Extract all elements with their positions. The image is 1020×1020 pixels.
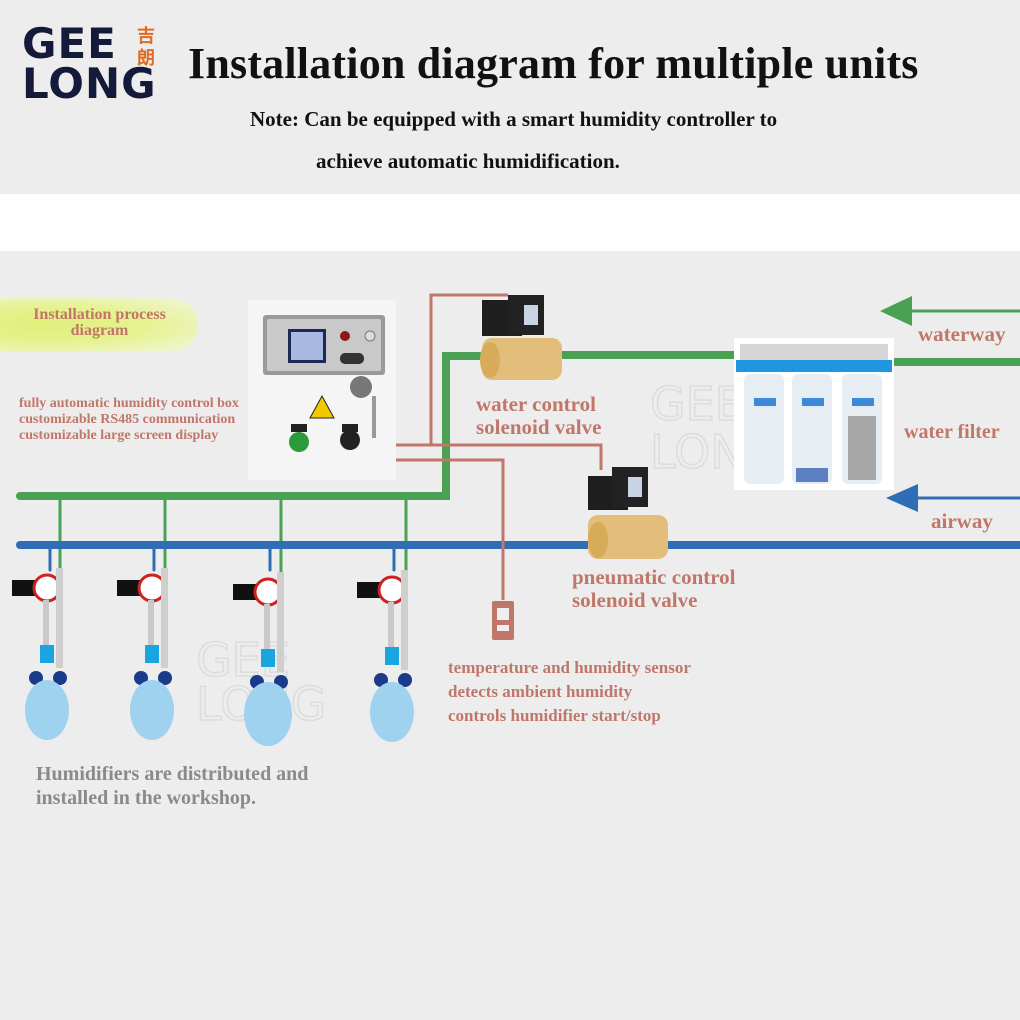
logo-line-2: LONG <box>22 59 157 108</box>
header-band <box>0 0 1020 194</box>
sensor-line-2: detects ambient humidity <box>448 682 633 701</box>
control-box-line-3: customizable large screen display <box>19 428 219 443</box>
logo-chinese: 吉 朗 <box>134 26 158 70</box>
control-box-line-1: fully automatic humidity control box <box>19 396 239 411</box>
humidifier-2 <box>117 568 174 740</box>
airway-arrow <box>886 484 1020 512</box>
wire-sensor <box>396 458 505 600</box>
water-filter <box>734 338 894 490</box>
humidifiers-caption-line-1: Humidifiers are distributed and <box>36 763 309 785</box>
logo-line-1: GEE <box>22 19 117 68</box>
control-box-description: fully automatic humidity control box cus… <box>19 396 239 444</box>
watermark-text-1: GEE <box>650 377 744 431</box>
water-pipes <box>16 351 1020 577</box>
pneumatic-valve-label: pneumatic control solenoid valve <box>572 566 736 612</box>
sensor-line-3: controls humidifier start/stop <box>448 706 661 725</box>
waterway-label: waterway <box>918 322 1006 346</box>
control-box-line-2: customizable RS485 communication <box>19 412 236 427</box>
air-pipes <box>16 541 1020 572</box>
process-badge-line-1: Installation process <box>33 306 166 323</box>
geelong-logo: GEE LONG <box>22 19 172 114</box>
white-separator-band <box>0 194 1020 251</box>
process-badge-bg <box>0 298 198 352</box>
humidifier-1 <box>12 568 69 740</box>
sensor-description: temperature and humidity sensor detects … <box>448 656 691 728</box>
water-main-left <box>16 352 484 500</box>
water-valve-label-line-2: solenoid valve <box>476 415 602 439</box>
note-line-2: achieve automatic humidification. <box>316 149 620 173</box>
water-filter-label: water filter <box>904 421 1000 443</box>
humidifier-3 <box>233 572 292 746</box>
pneumatic-valve-label-line-1: pneumatic control <box>572 565 736 589</box>
pneumatic-solenoid-valve <box>588 467 668 559</box>
page-title: Installation diagram for multiple units <box>188 39 919 88</box>
signal-wires <box>396 293 603 600</box>
water-valve-label-line-1: water control <box>476 392 596 416</box>
filter-cartridge-1 <box>744 374 784 484</box>
logo-cn-char-2: 朗 <box>137 48 155 69</box>
logo-cn-char-1: 吉 <box>137 26 155 47</box>
note-line-1: Note: Can be equipped with a smart humid… <box>250 107 778 131</box>
pneumatic-valve-label-line-2: solenoid valve <box>572 588 698 612</box>
process-badge-line-2: diagram <box>70 322 129 339</box>
temperature-humidity-sensor <box>492 601 514 640</box>
filter-cartridge-3 <box>842 374 882 484</box>
humidifiers-caption-line-2: installed in the workshop. <box>36 787 257 809</box>
airway-label: airway <box>931 509 993 533</box>
humidifier-4 <box>357 570 414 742</box>
water-solenoid-valve <box>480 295 562 380</box>
humidifiers-caption: Humidifiers are distributed and installe… <box>36 762 308 810</box>
process-badge: Installation process diagram <box>12 307 187 339</box>
waterway-arrow <box>880 296 1020 326</box>
water-valve-label: water control solenoid valve <box>476 393 601 439</box>
sensor-line-1: temperature and humidity sensor <box>448 658 691 677</box>
wire-pneumatic-valve <box>396 443 603 470</box>
filter-cartridge-2 <box>792 374 832 484</box>
control-box <box>248 300 396 480</box>
